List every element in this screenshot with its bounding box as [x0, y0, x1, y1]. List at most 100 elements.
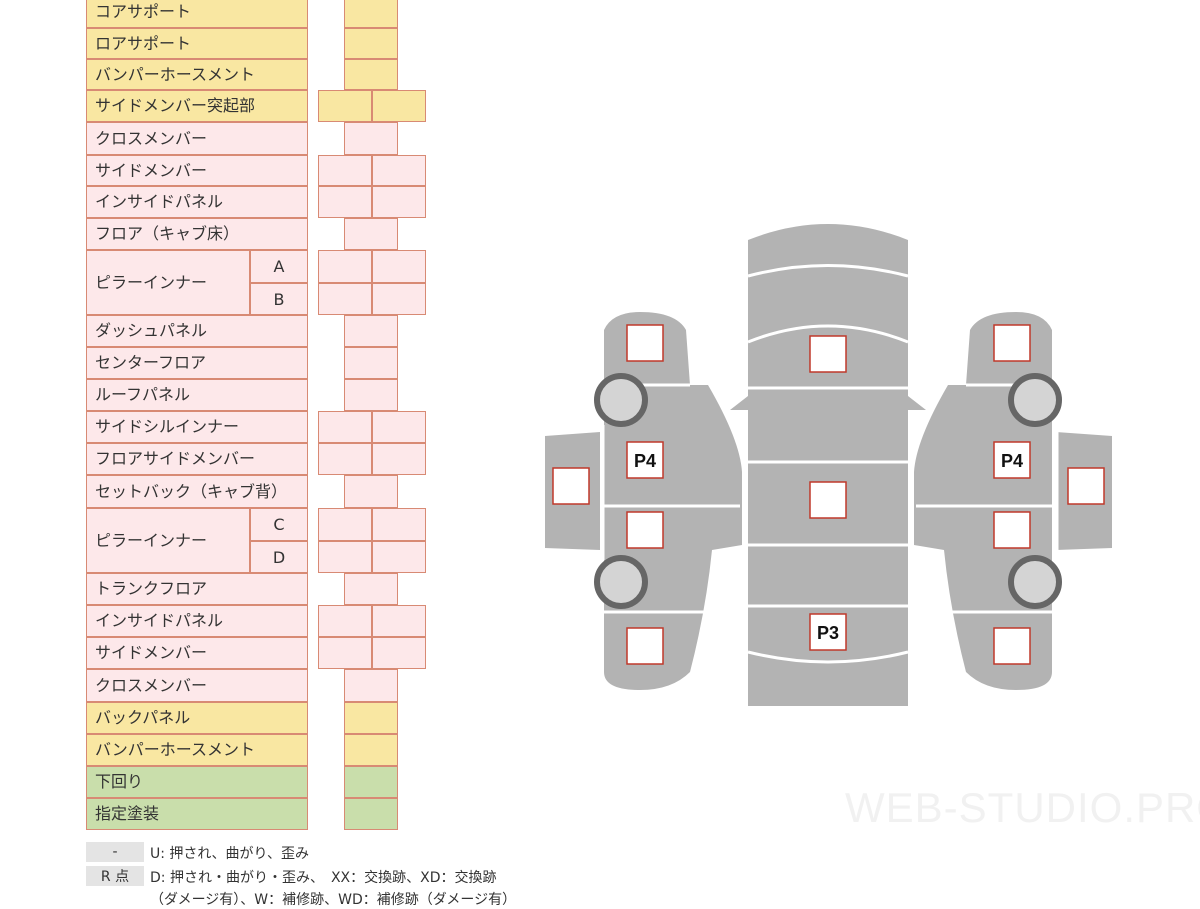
check-cell-left[interactable] [318, 508, 372, 541]
marker-right-rear-fender[interactable] [993, 627, 1031, 665]
car-right-side [914, 312, 1112, 690]
marker-left-rear-fender[interactable] [626, 627, 664, 665]
check-cell[interactable] [344, 218, 398, 250]
check-cell-left[interactable] [318, 186, 372, 218]
marker-hood[interactable] [809, 335, 847, 373]
car-center-panel [730, 224, 926, 706]
check-cell-left[interactable] [318, 605, 372, 637]
legend-key-r: R 点 [86, 866, 144, 886]
marker-right-front-fender[interactable] [993, 324, 1031, 362]
marker-left-front-fender[interactable] [626, 324, 664, 362]
row-side-member-front: サイドメンバー [86, 155, 308, 186]
check-cell[interactable] [344, 59, 398, 90]
check-cell-left[interactable] [318, 283, 372, 315]
marker-left-mirror[interactable] [552, 467, 590, 505]
row-dash-panel: ダッシュパネル [86, 315, 308, 347]
check-cell-right[interactable] [372, 443, 426, 475]
check-cell[interactable] [344, 28, 398, 59]
check-cell[interactable] [344, 0, 398, 28]
legend-text-u: U: 押され、曲がり、歪み [150, 846, 309, 862]
check-cell[interactable] [344, 315, 398, 347]
check-cell[interactable] [344, 347, 398, 379]
check-cell-right[interactable] [372, 186, 426, 218]
row-label: コアサポート [95, 2, 192, 21]
check-cell[interactable] [344, 669, 398, 702]
car-left-side [545, 312, 742, 690]
row-label: フロア（キャブ床） [95, 224, 240, 243]
row-back-panel: バックパネル [86, 702, 308, 734]
sub-label-b: B [250, 283, 308, 315]
legend-key-dash: - [86, 842, 144, 862]
check-cell[interactable] [344, 122, 398, 155]
marker-right-rear-door[interactable] [993, 511, 1031, 549]
row-label: ピラーインナー [95, 530, 208, 550]
row-center-floor: センターフロア [86, 347, 308, 379]
check-cell-left[interactable] [318, 90, 372, 122]
watermark: WEB-STUDIO.PRO [845, 784, 1200, 831]
row-label: クロスメンバー [95, 675, 208, 695]
row-label: サイドシルインナー [95, 417, 240, 436]
row-side-member-protrusion: サイドメンバー突起部 [86, 90, 308, 122]
row-label: サイドメンバー [95, 643, 208, 662]
row-label: インサイドパネル [95, 192, 224, 211]
row-label: センターフロア [95, 353, 207, 372]
marker-right-front-door[interactable] [993, 441, 1031, 479]
check-cell[interactable] [344, 379, 398, 411]
check-cell-right[interactable] [372, 541, 426, 573]
row-underbody: 下回り [86, 766, 308, 798]
row-label: サイドメンバー突起部 [95, 96, 256, 115]
check-cell[interactable] [344, 702, 398, 734]
check-cell-right[interactable] [372, 508, 426, 541]
row-label: バンパーホースメント [95, 740, 256, 759]
check-cell-right[interactable] [372, 283, 426, 315]
row-specified-paint: 指定塗装 [86, 798, 308, 830]
check-cell-left[interactable] [318, 411, 372, 443]
row-bumper-reinforcement-rear: バンパーホースメント [86, 734, 308, 766]
check-cell-right[interactable] [372, 411, 426, 443]
marker-left-rear-door[interactable] [626, 511, 664, 549]
marker-left-front-door[interactable] [626, 441, 664, 479]
row-cross-member-rear: クロスメンバー [86, 669, 308, 702]
check-cell-left[interactable] [318, 250, 372, 283]
parts-table: コアサポート ロアサポート バンパーホースメント サイドメンバー突起部 クロスメ… [0, 0, 440, 900]
marker-right-mirror[interactable] [1067, 467, 1105, 505]
row-label: ロアサポート [95, 33, 192, 53]
row-label: バックパネル [95, 708, 191, 727]
check-cell[interactable] [344, 573, 398, 605]
row-pillar-inner-ab: ピラーインナー [86, 250, 250, 315]
check-cell-right[interactable] [372, 90, 426, 122]
row-label: フロアサイドメンバー [95, 449, 256, 468]
row-label: インサイドパネル [95, 611, 224, 630]
row-label: クロスメンバー [95, 128, 208, 148]
check-cell[interactable] [344, 766, 398, 798]
row-bumper-reinforcement-front: バンパーホースメント [86, 59, 308, 90]
row-label: トランクフロア [95, 579, 208, 598]
row-cross-member-front: クロスメンバー [86, 122, 308, 155]
row-trunk-floor: トランクフロア [86, 573, 308, 605]
check-cell[interactable] [344, 798, 398, 830]
row-label: ルーフパネル [95, 385, 191, 404]
row-label: ピラーインナー [95, 272, 208, 292]
check-cell[interactable] [344, 475, 398, 508]
check-cell-right[interactable] [372, 637, 426, 669]
marker-roof[interactable] [809, 481, 847, 519]
marker-trunk[interactable] [809, 613, 847, 651]
row-label: セットバック（キャブ背） [95, 481, 288, 501]
row-pillar-inner-cd: ピラーインナー [86, 508, 250, 573]
check-cell-left[interactable] [318, 155, 372, 186]
check-cell-left[interactable] [318, 541, 372, 573]
sub-label-c: C [250, 508, 308, 541]
check-cell[interactable] [344, 734, 398, 766]
label-p3: P3 [817, 623, 839, 643]
check-cell-left[interactable] [318, 443, 372, 475]
row-roof-panel: ルーフパネル [86, 379, 308, 411]
row-label: サイドメンバー [95, 160, 208, 180]
row-label: 指定塗装 [95, 804, 160, 823]
check-cell-right[interactable] [372, 605, 426, 637]
check-cell-right[interactable] [372, 155, 426, 186]
check-cell-right[interactable] [372, 250, 426, 283]
legend-text-d: D: 押され・曲がり・歪み、 XX：交換跡、XD：交換跡 [150, 870, 497, 886]
check-cell-left[interactable] [318, 637, 372, 669]
row-lower-support: ロアサポート [86, 28, 308, 59]
